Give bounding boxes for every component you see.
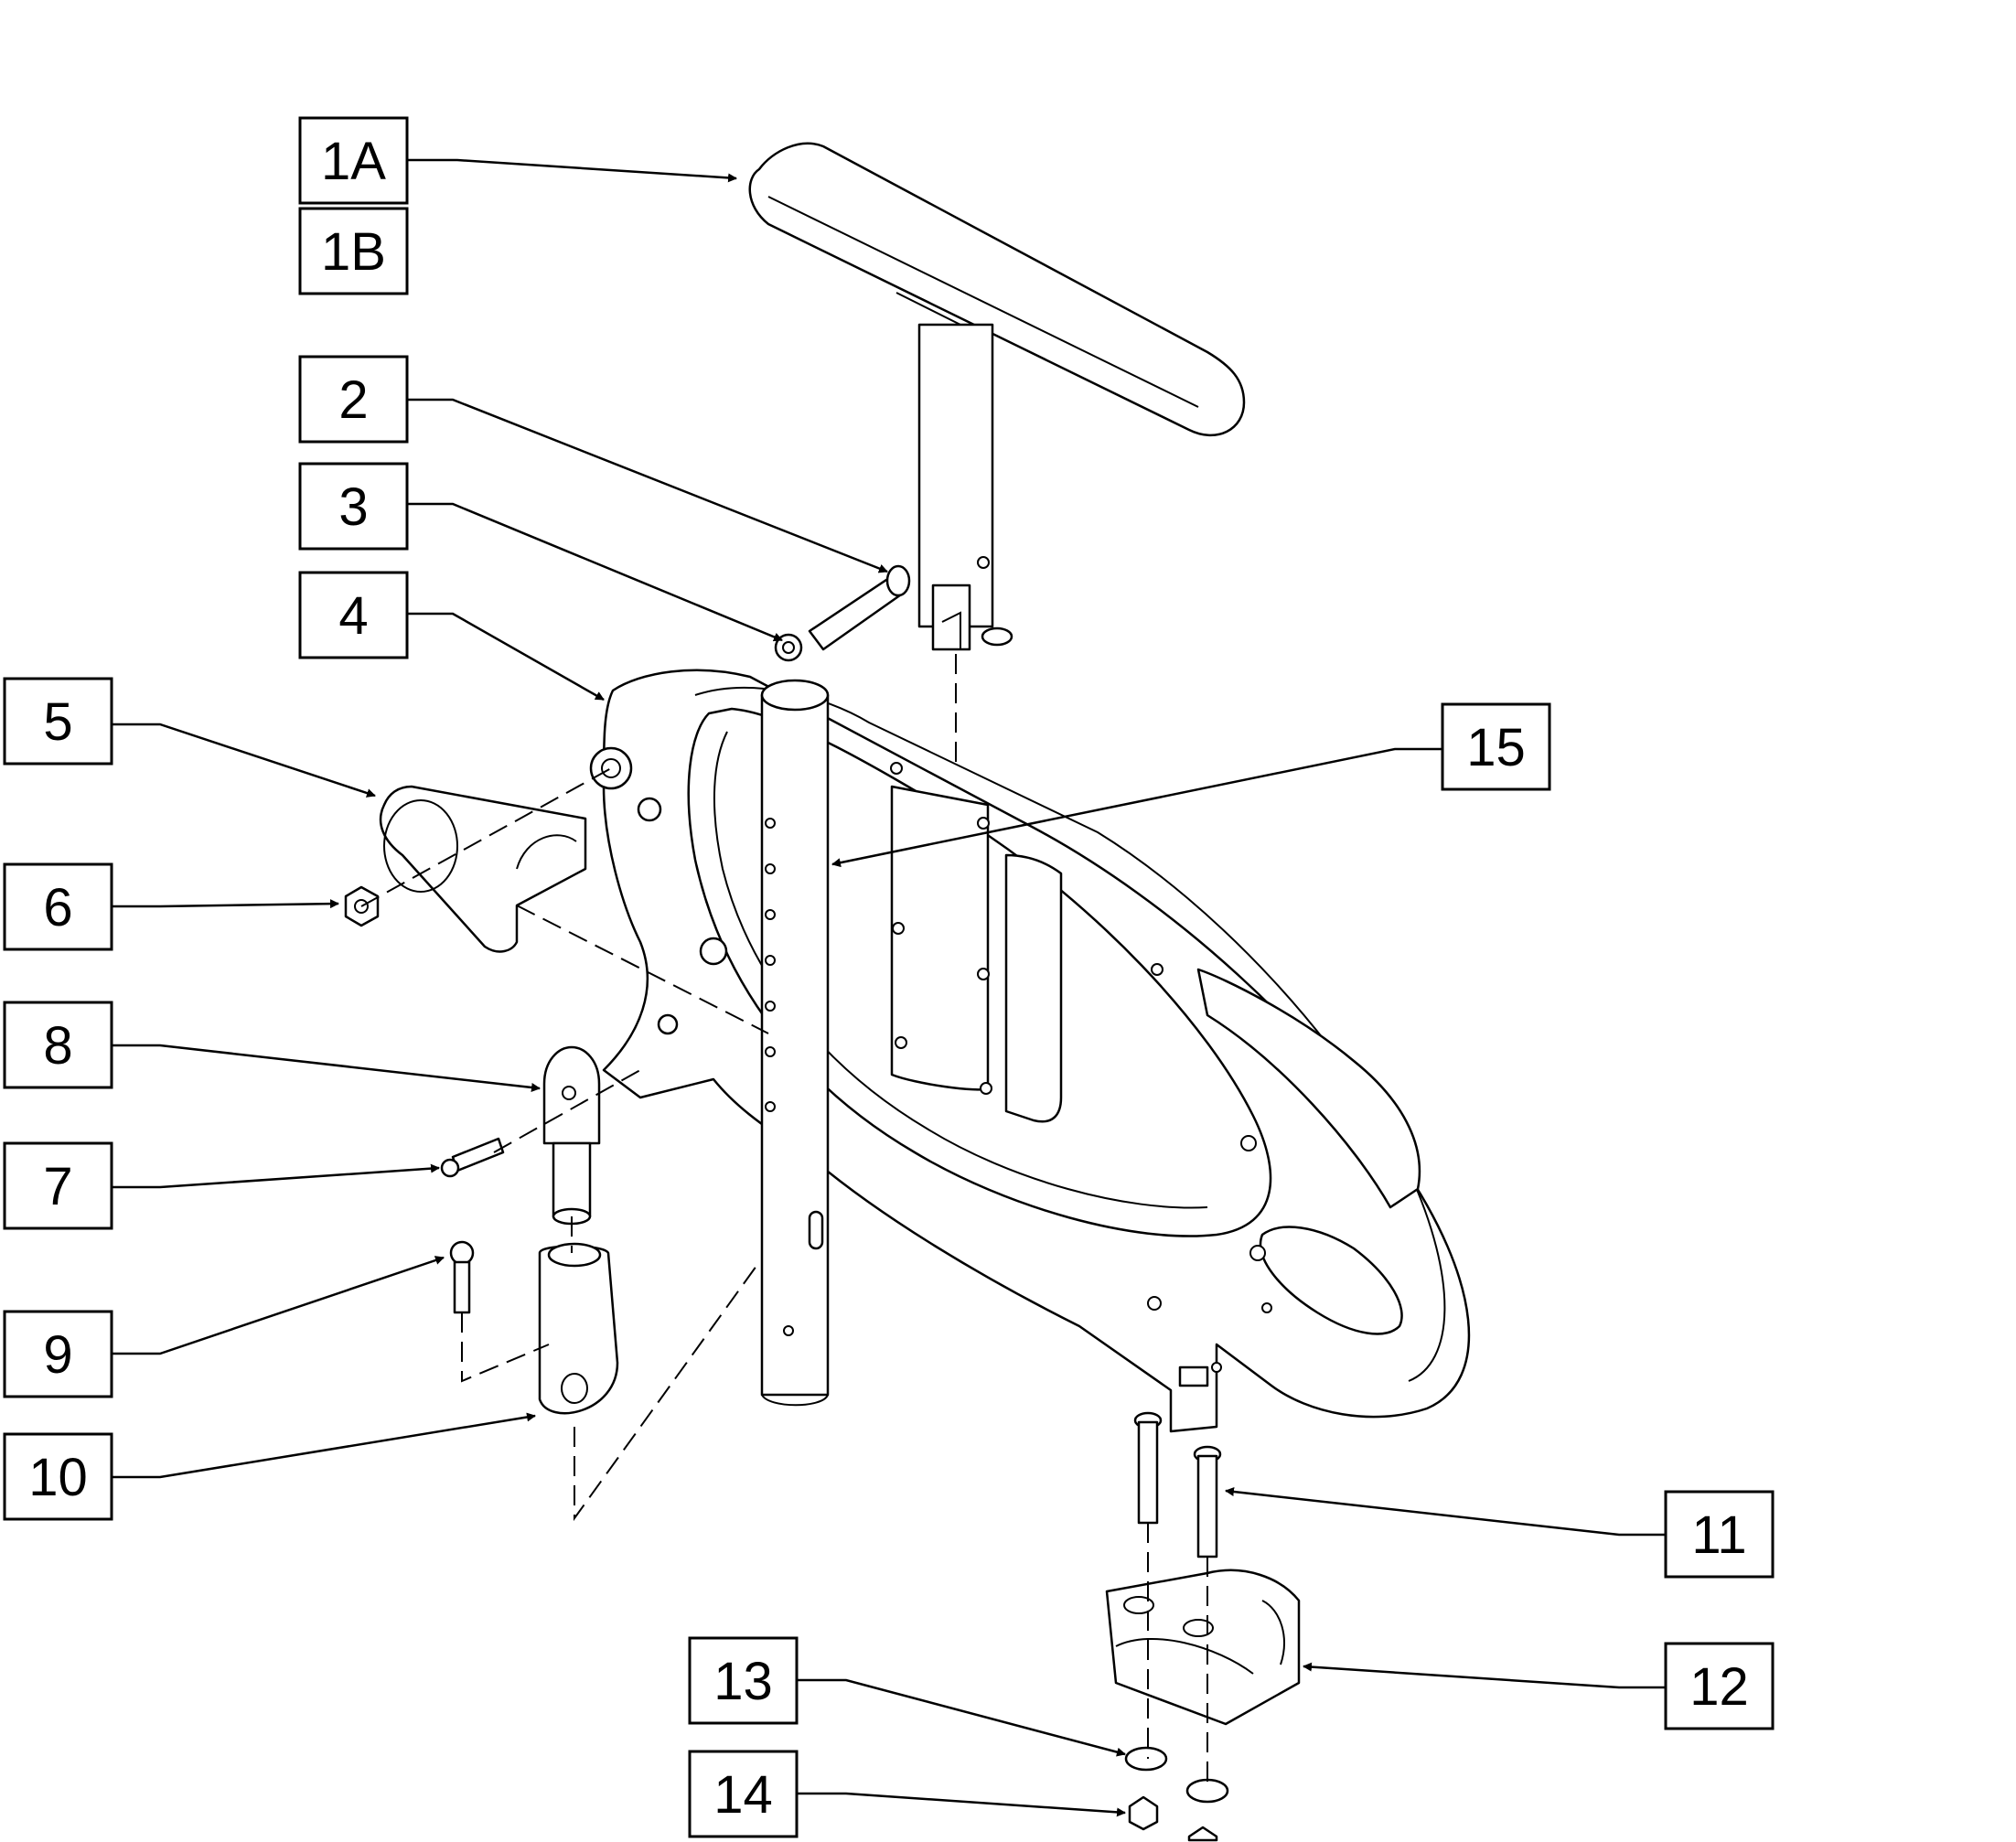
callout-14: 14 bbox=[688, 1750, 799, 1838]
callout-8-label: 8 bbox=[43, 1016, 72, 1076]
bolts-part bbox=[1133, 1411, 1222, 1558]
callout-15-label: 15 bbox=[1466, 718, 1526, 777]
callout-2: 2 bbox=[298, 355, 409, 444]
callout-5-label: 5 bbox=[43, 692, 72, 752]
callout-10: 10 bbox=[3, 1432, 113, 1521]
callout-14-label: 14 bbox=[713, 1765, 773, 1825]
callout-6-label: 6 bbox=[43, 878, 72, 937]
assembly-lines bbox=[360, 654, 1208, 1791]
callout-12: 12 bbox=[1664, 1642, 1775, 1730]
bolt-part bbox=[449, 1240, 475, 1314]
nuts-part bbox=[1128, 1795, 1218, 1842]
leader-lines bbox=[112, 158, 1666, 1817]
callout-12-label: 12 bbox=[1689, 1657, 1749, 1717]
callout-4: 4 bbox=[298, 571, 409, 659]
clevis-part bbox=[542, 1045, 601, 1226]
bracket-part bbox=[379, 785, 587, 953]
callout-9-label: 9 bbox=[43, 1325, 72, 1385]
clamp-part bbox=[1105, 1569, 1301, 1726]
callout-1a-label: 1A bbox=[321, 132, 386, 191]
callout-3: 3 bbox=[298, 462, 409, 551]
callout-11-label: 11 bbox=[1691, 1505, 1746, 1565]
washers-part bbox=[1124, 1746, 1229, 1804]
pin-part bbox=[808, 564, 911, 651]
callout-2-label: 2 bbox=[338, 370, 368, 430]
armrest-pad-part bbox=[748, 142, 1246, 651]
callout-7: 7 bbox=[3, 1141, 113, 1230]
socket-part bbox=[538, 1242, 619, 1415]
callout-3-label: 3 bbox=[338, 477, 368, 537]
callout-1b: 1B bbox=[298, 207, 409, 295]
screw-part bbox=[440, 1137, 505, 1178]
callout-5: 5 bbox=[3, 677, 113, 766]
callout-4-label: 4 bbox=[338, 586, 368, 646]
callout-13-label: 13 bbox=[713, 1652, 773, 1711]
callout-1a: 1A bbox=[298, 116, 409, 205]
callout-15: 15 bbox=[1441, 702, 1551, 791]
callout-9: 9 bbox=[3, 1310, 113, 1398]
callout-11: 11 bbox=[1664, 1490, 1775, 1579]
callout-8: 8 bbox=[3, 1001, 113, 1089]
callout-7-label: 7 bbox=[43, 1157, 72, 1216]
callout-13: 13 bbox=[688, 1636, 799, 1725]
tube-part bbox=[760, 679, 830, 1407]
callout-1b-label: 1B bbox=[321, 222, 386, 282]
callout-10-label: 10 bbox=[28, 1448, 88, 1507]
callout-6: 6 bbox=[3, 862, 113, 951]
side-frame-part bbox=[589, 669, 1471, 1433]
